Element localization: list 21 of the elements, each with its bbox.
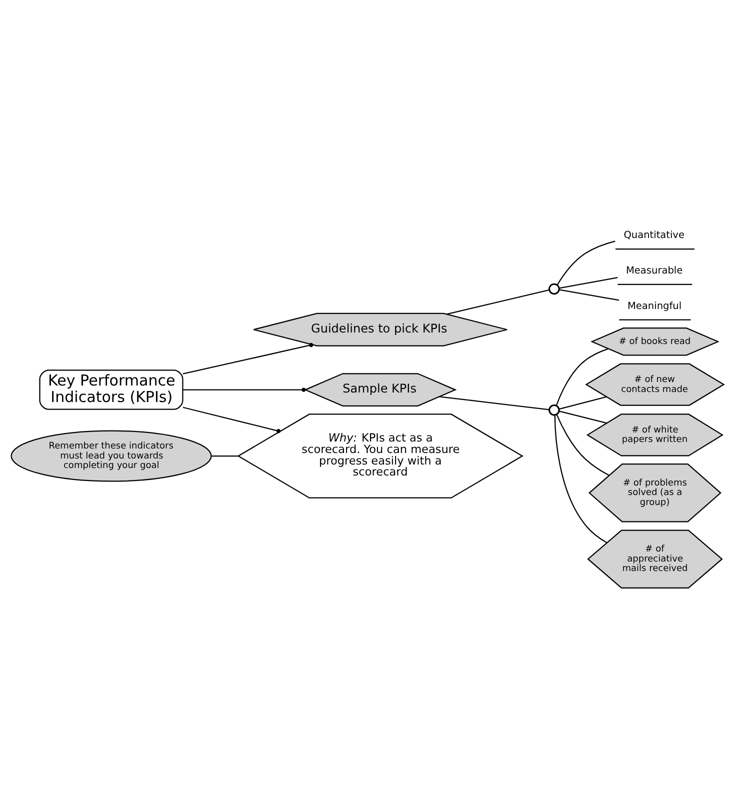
node-text: Meaningful [628,300,682,312]
connector [559,276,618,288]
connector [556,414,610,476]
connector [211,454,238,456]
node-text: Quantitative [624,230,684,241]
connector [559,410,607,424]
connector [559,396,607,410]
connector [182,406,281,433]
connector [556,240,616,285]
connector [182,342,314,374]
node-circle [548,282,560,294]
connector [556,348,608,406]
node-circle [548,404,560,416]
connector [439,396,550,410]
connector [446,288,550,314]
node-box: Key Performance Indicators (KPIs) [39,369,184,410]
node-ellipse: Remember these indicators must lead you towards completing your goal [10,430,212,482]
node-text: Measurable [626,264,683,276]
connector [559,288,620,300]
connector [554,414,608,543]
connector [182,387,306,392]
